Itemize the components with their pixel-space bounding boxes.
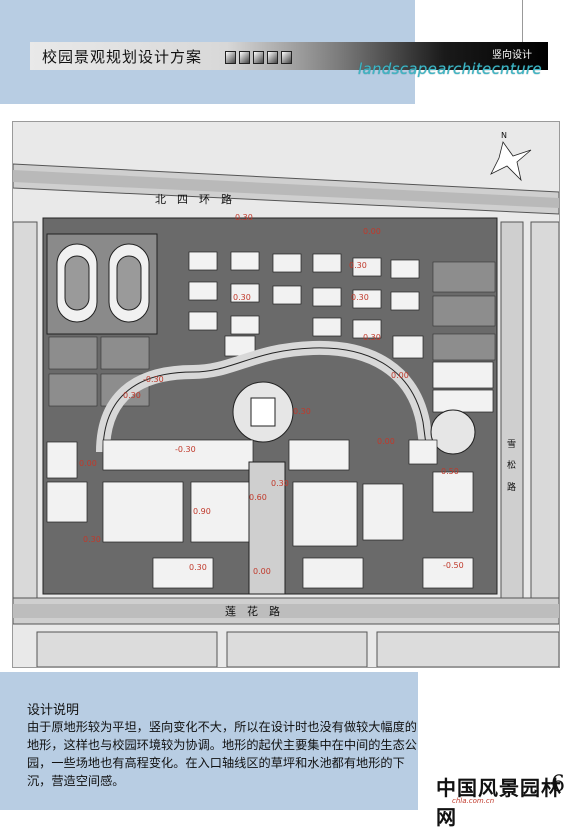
elevation-label: 0.00 <box>363 227 381 236</box>
bottom-blue-panel <box>0 672 418 810</box>
road-label-east: 路 <box>507 481 516 493</box>
elevation-label: 0.30 <box>83 535 101 544</box>
description-body: 由于原地形较为平坦，竖向变化不大，所以在设计时也没有做较大幅度的地形，这样也与校… <box>27 720 417 788</box>
elevation-label: 0.50 <box>441 467 459 476</box>
elevation-label: -0.30 <box>143 375 164 384</box>
elevation-label: 0.60 <box>249 493 267 502</box>
decorative-squares <box>225 51 292 64</box>
elevation-label: 0.30 <box>235 213 253 222</box>
site-logo-url: chla.com.cn <box>452 797 495 805</box>
description-heading: 设计说明 <box>27 703 80 718</box>
north-compass-icon: N <box>490 131 532 182</box>
compass-label: N <box>501 131 507 140</box>
elevation-label: 0.30 <box>349 261 367 270</box>
elevation-label: -0.30 <box>175 445 196 454</box>
elevation-label: 0.90 <box>193 507 211 516</box>
title-bar: 校园景观规划设计方案 竖向设计 <box>30 42 548 70</box>
road-label-north: 北 四 环 路 <box>155 193 232 206</box>
elevation-label: 0.00 <box>79 459 97 468</box>
road-label-south: 莲 花 路 <box>225 605 280 618</box>
section-subtitle: 竖向设计 <box>492 50 532 61</box>
divider-line <box>522 0 523 42</box>
english-title: landscapearchitecnture <box>358 60 542 78</box>
elevation-label: 0.30 <box>351 293 369 302</box>
elevation-label: 0.30 <box>189 563 207 572</box>
elevation-label: 0.00 <box>391 371 409 380</box>
elevation-label: -0.50 <box>443 561 464 570</box>
road-label-east: 雪 <box>507 439 516 450</box>
page-title: 校园景观规划设计方案 <box>42 48 203 66</box>
elevation-label: 0.30 <box>271 479 289 488</box>
page-number: 6 <box>551 772 565 797</box>
elevation-label: 0.30 <box>123 391 141 400</box>
elevation-label: 0.30 <box>233 293 251 302</box>
site-plan-map: 0.00 0.30 0.30 0.30 0.30 0.30 0.00 -0.30… <box>12 121 560 668</box>
elevation-label: 0.00 <box>377 437 395 446</box>
elevation-label: 0.00 <box>253 567 271 576</box>
elevation-label: 0.30 <box>293 407 311 416</box>
elevation-label: 0.30 <box>363 333 381 342</box>
road-label-east: 松 <box>507 459 516 471</box>
